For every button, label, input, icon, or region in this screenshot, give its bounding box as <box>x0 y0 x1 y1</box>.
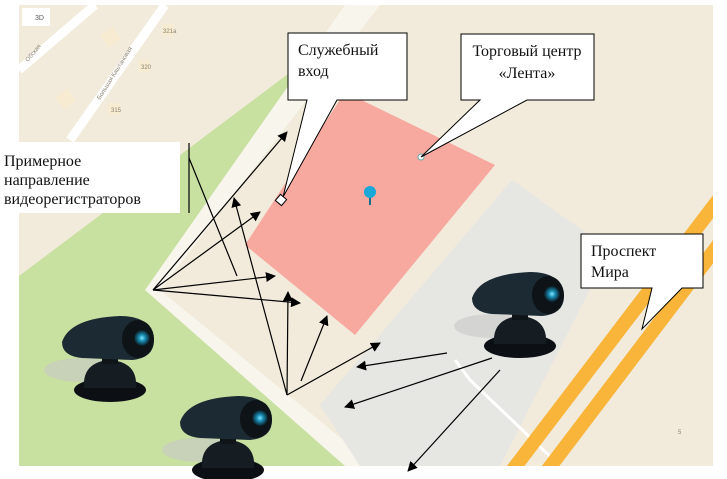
callout-avenue: Проспект Мира <box>580 233 704 331</box>
note-text: направление <box>4 172 90 189</box>
direction-arrow <box>344 357 493 409</box>
direction-arrow <box>286 342 381 396</box>
direction-arrow <box>231 197 288 396</box>
walkway <box>145 5 380 466</box>
callout-mall: Торговый центр «Лента» <box>420 33 595 158</box>
view-3d-button[interactable] <box>22 8 50 26</box>
direction-arrow <box>282 291 293 396</box>
callout-text: Проспект <box>591 243 656 260</box>
direction-arrow <box>152 272 276 291</box>
direction-arrow <box>356 352 448 371</box>
callout-text: Служебный <box>298 42 379 59</box>
street-bolshaya-kashtanovaya <box>66 5 169 143</box>
house-number: 320 <box>141 65 152 71</box>
house <box>162 24 174 36</box>
house-number: 315 <box>111 108 122 114</box>
direction-arrow <box>152 211 261 291</box>
house-number: 5 <box>678 430 682 436</box>
direction-arrow <box>300 315 329 382</box>
house <box>100 26 122 48</box>
house-number: 321a <box>163 29 177 35</box>
direction-arrow <box>152 131 288 291</box>
callout-service-entrance: Служебный вход <box>282 32 408 198</box>
note-leader <box>188 157 238 277</box>
direction-note: Примерное направление видеорегистраторов <box>0 142 180 213</box>
house <box>138 60 150 72</box>
map-pin-icon[interactable] <box>364 186 376 205</box>
house <box>55 88 77 110</box>
callout-text: «Лента» <box>499 65 556 82</box>
house <box>108 103 120 115</box>
street-obskaya <box>19 5 98 74</box>
callout-text: Торговый центр <box>472 43 581 60</box>
callout-text: Мира <box>591 264 629 281</box>
camera-direction-arrows <box>152 131 501 472</box>
view-3d-label: 3D <box>35 15 44 22</box>
direction-arrow <box>152 289 301 308</box>
note-text: видеорегистраторов <box>4 191 141 208</box>
callout-text: вход <box>298 63 329 80</box>
direction-arrow <box>407 369 501 472</box>
note-text: Примерное <box>4 153 81 170</box>
